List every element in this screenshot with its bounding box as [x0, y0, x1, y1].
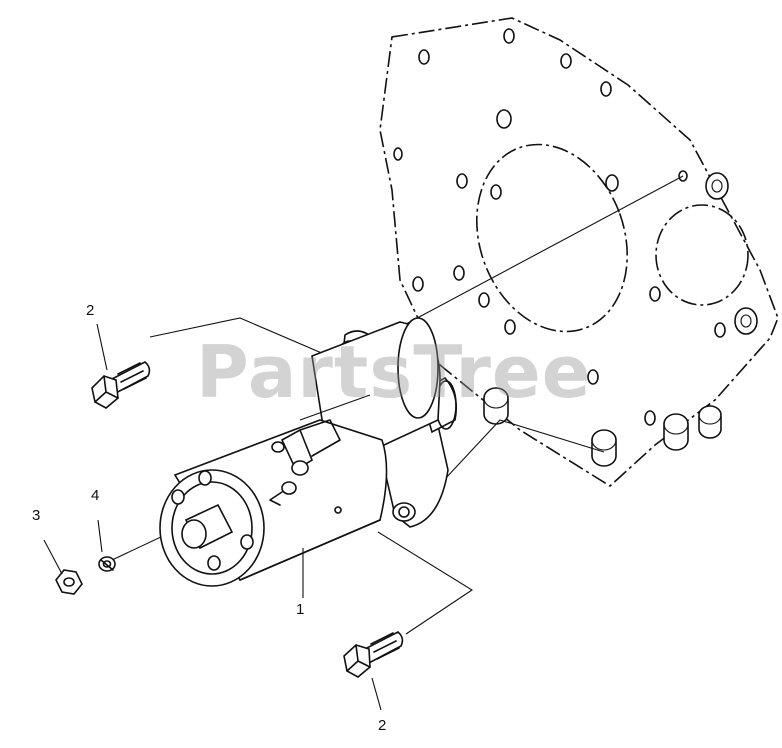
callout-nut: 3	[32, 507, 41, 524]
housing-studs	[483, 170, 758, 467]
starter-motor	[159, 317, 458, 587]
lock-washer	[98, 556, 116, 572]
alignment-lines	[111, 175, 684, 635]
watermark: PartsTree	[196, 330, 592, 414]
callout-starter: 1	[296, 601, 305, 618]
solenoid-terminals	[269, 419, 341, 506]
callout-bolt-upper: 2	[86, 302, 95, 319]
bolt-upper	[91, 361, 151, 409]
bolt-lower	[343, 631, 404, 678]
hex-nut	[55, 569, 83, 595]
callout-washer: 4	[91, 487, 100, 504]
end-cap-bolts	[171, 470, 254, 571]
housing-plate	[379, 17, 779, 487]
callout-leaders	[43, 323, 382, 711]
callout-bolt-lower: 2	[378, 717, 387, 734]
